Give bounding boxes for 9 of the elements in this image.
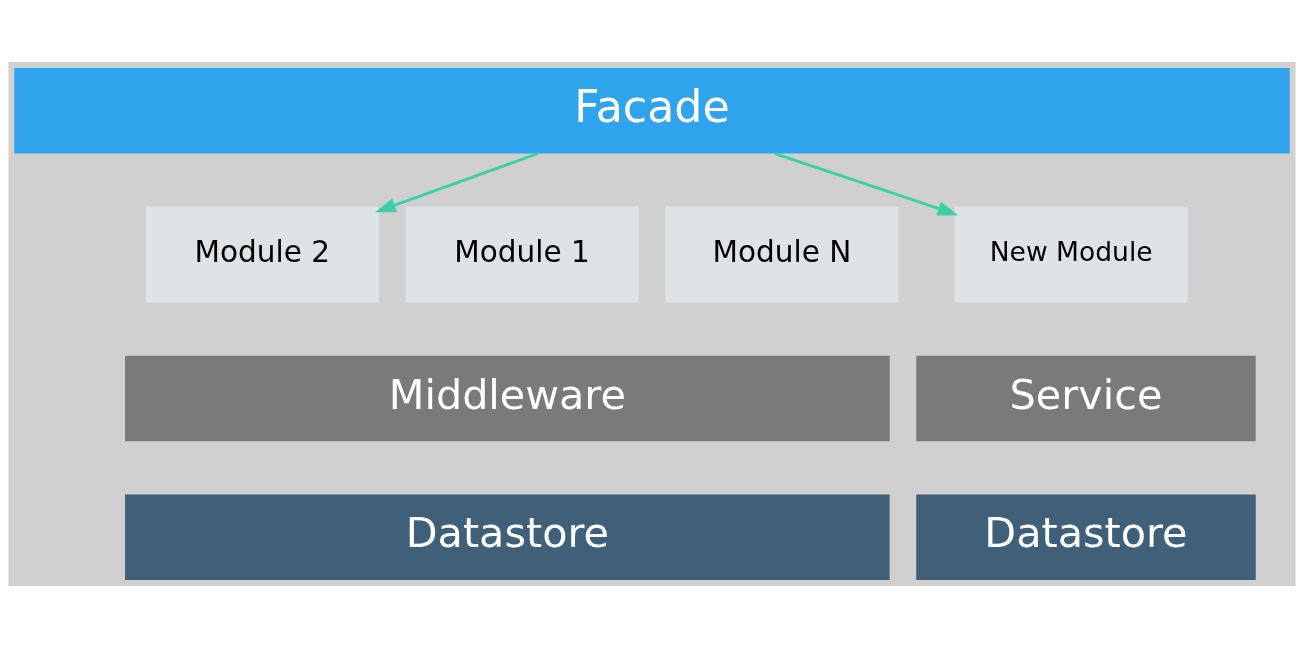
node-box: Service	[916, 355, 1256, 441]
node-box: Middleware	[125, 355, 890, 441]
node-box: New Module	[954, 206, 1188, 303]
node-box: Datastore	[125, 494, 890, 580]
node-box: Datastore	[916, 494, 1256, 580]
node-box: Facade	[14, 67, 1290, 153]
node-box: Module 2	[145, 206, 379, 303]
arrow	[375, 151, 539, 212]
arrow	[774, 151, 959, 215]
